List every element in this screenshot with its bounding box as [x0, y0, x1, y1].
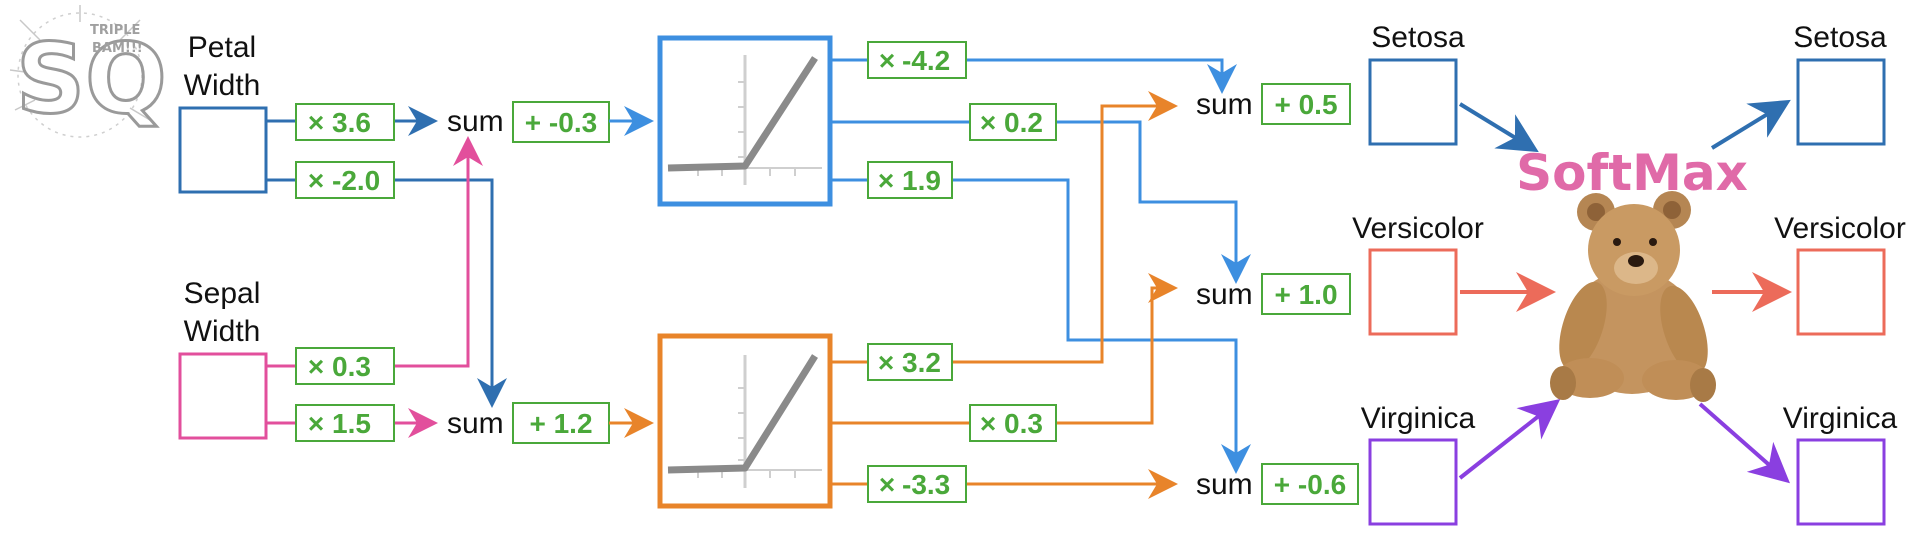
- weight-box-petal-top: × 3.6: [295, 103, 395, 141]
- multiply-sign: ×: [878, 165, 894, 196]
- sepal-label-line2: Width: [184, 315, 261, 348]
- virginica-final-label: Virginica: [1783, 402, 1898, 435]
- relu-curve: [667, 56, 818, 172]
- relu-connections: [830, 58, 1251, 499]
- versicolor-raw-node: [1368, 248, 1458, 336]
- logo-tagline-top: TRIPLE: [90, 23, 140, 38]
- setosa-to-softmax-arrow: [1458, 102, 1539, 153]
- weight-box-relu1-virginica: × 1.9: [867, 161, 953, 199]
- versicolor-final-node: [1796, 248, 1886, 336]
- weight-value: 0.3: [1004, 408, 1043, 439]
- multiply-sign: ×: [879, 45, 895, 76]
- multiply-sign: ×: [308, 165, 324, 196]
- input-connections: [266, 106, 507, 438]
- weight-value: 3.2: [902, 347, 941, 378]
- weight-value: -4.2: [902, 45, 950, 76]
- output-sum-versicolor-label: sum: [1196, 278, 1253, 311]
- relu1-to-versicolor-arrow: [1056, 120, 1251, 284]
- weight-box-relu1-setosa: × -4.2: [867, 41, 967, 79]
- logo-rays: [9, 5, 151, 121]
- bias-value: + 1.2: [529, 408, 592, 439]
- weight-box-sepal-bottom: × 1.5: [295, 404, 395, 442]
- weight-value: -2.0: [332, 165, 380, 196]
- weight-box-petal-bottom: × -2.0: [295, 161, 395, 199]
- bias-value: + 0.5: [1274, 89, 1337, 120]
- weight-box-relu2-virginica: × -3.3: [867, 465, 967, 503]
- multiply-sign: ×: [308, 351, 324, 382]
- bear-arm-right: [1660, 285, 1708, 375]
- teddy-bear-image: [1550, 191, 1716, 402]
- softmax-title: SoftMax: [1516, 144, 1748, 202]
- virginica-bias-box: + -0.6: [1261, 463, 1359, 505]
- relu1-to-setosa-arrow: [966, 58, 1237, 94]
- sepal-label-line1: Sepal: [184, 277, 261, 310]
- hidden-bias-2-box: + 1.2: [512, 402, 610, 444]
- output-sum-virginica-label: sum: [1196, 468, 1253, 501]
- weight-value: -3.3: [902, 469, 950, 500]
- weight-box-relu2-versicolor: × 0.3: [969, 404, 1057, 442]
- versicolor-final-label: Versicolor: [1774, 212, 1906, 245]
- bias-value: + -0.6: [1274, 469, 1346, 500]
- relu-curve: [667, 354, 818, 474]
- weight-box-sepal-top: × 0.3: [295, 347, 395, 385]
- relu2-to-setosa-arrow: [952, 91, 1178, 364]
- bias-value: + 1.0: [1274, 279, 1337, 310]
- weight-value: 0.2: [1004, 107, 1043, 138]
- bear-nose: [1628, 255, 1644, 267]
- sepal-width-input-node: [178, 352, 268, 440]
- weight-value: 0.3: [332, 351, 371, 382]
- virginica-raw-node: [1368, 438, 1458, 526]
- multiply-sign: ×: [980, 408, 996, 439]
- versicolor-bias-box: + 1.0: [1261, 273, 1351, 315]
- virginica-to-softmax-arrow: [1458, 399, 1561, 480]
- bear-eye-left: [1613, 238, 1621, 246]
- relu-node-2: [657, 333, 833, 509]
- statquest-logo: SQ TRIPLE BAM!!!: [9, 5, 168, 138]
- relu-node-1: [657, 35, 833, 207]
- setosa-bias-box: + 0.5: [1261, 83, 1351, 125]
- weight-box-relu1-versicolor: × 0.2: [969, 103, 1057, 141]
- multiply-sign: ×: [878, 347, 894, 378]
- bias-value: + -0.3: [525, 107, 597, 138]
- petal-label-line1: Petal: [188, 31, 256, 64]
- logo-letters: SQ: [16, 23, 167, 135]
- setosa-final-label: Setosa: [1793, 21, 1887, 54]
- weight-box-relu2-setosa: × 3.2: [867, 343, 953, 381]
- multiply-sign: ×: [308, 408, 324, 439]
- weight-value: 3.6: [332, 107, 371, 138]
- virginica-raw-label: Virginica: [1361, 402, 1476, 435]
- petal-width-input-node: [178, 106, 268, 194]
- bear-eye-right: [1649, 238, 1657, 246]
- hidden-sum-1-label: sum: [447, 105, 504, 138]
- bear-head: [1588, 204, 1680, 296]
- logo-ring: [17, 12, 143, 138]
- petal-to-sum2-arrow: [394, 178, 507, 408]
- relu1-to-virginica-arrow: [952, 178, 1251, 474]
- softmax-to-setosa-arrow: [1710, 99, 1791, 150]
- setosa-final-node: [1796, 58, 1886, 146]
- bear-arm-left: [1559, 281, 1607, 371]
- relu2-to-versicolor-arrow: [1056, 273, 1178, 425]
- multiply-sign: ×: [308, 107, 324, 138]
- virginica-final-node: [1796, 438, 1886, 526]
- softmax-to-virginica-arrow: [1698, 402, 1791, 484]
- sepal-to-sum1-arrow: [394, 136, 483, 368]
- hidden-sum-2-label: sum: [447, 407, 504, 440]
- hidden-bias-1-box: + -0.3: [512, 101, 610, 143]
- output-sum-setosa-label: sum: [1196, 88, 1253, 121]
- multiply-sign: ×: [980, 107, 996, 138]
- bear-muzzle: [1614, 252, 1658, 284]
- weight-value: 1.9: [902, 165, 941, 196]
- setosa-raw-label: Setosa: [1371, 21, 1465, 54]
- multiply-sign: ×: [879, 469, 895, 500]
- setosa-raw-node: [1368, 58, 1458, 146]
- logo-tagline-bottom: BAM!!!: [92, 41, 143, 56]
- versicolor-raw-label: Versicolor: [1352, 212, 1484, 245]
- petal-label-line2: Width: [184, 69, 261, 102]
- weight-value: 1.5: [332, 408, 371, 439]
